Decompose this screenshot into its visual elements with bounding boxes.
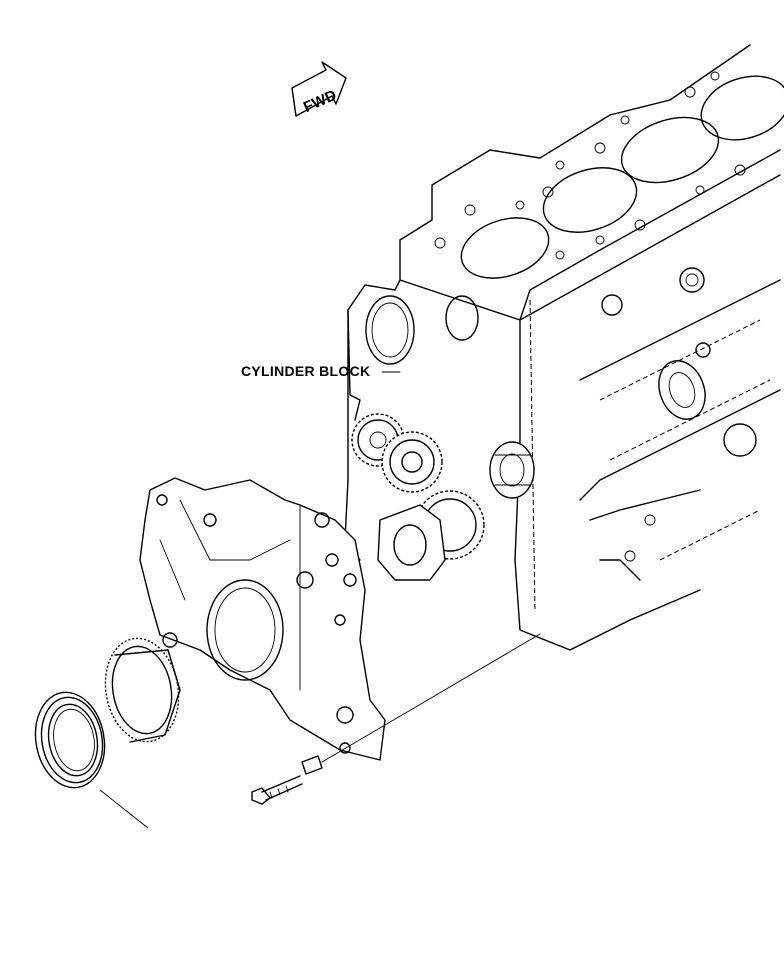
crank-hub: [377, 504, 446, 581]
front-timing-cover: [139, 477, 386, 761]
cylinder-block: [344, 44, 784, 651]
bolt-and-pin: [251, 755, 323, 805]
cylinder-block-label: CYLINDER BLOCK: [241, 363, 371, 379]
fwd-arrow-icon: FWD: [291, 61, 347, 117]
seal-ring: [104, 637, 181, 743]
oil-seal-leader-line: [99, 789, 149, 829]
alignment-line: [321, 633, 541, 763]
oil-pump: [489, 441, 535, 499]
oil-seal: [34, 691, 106, 789]
